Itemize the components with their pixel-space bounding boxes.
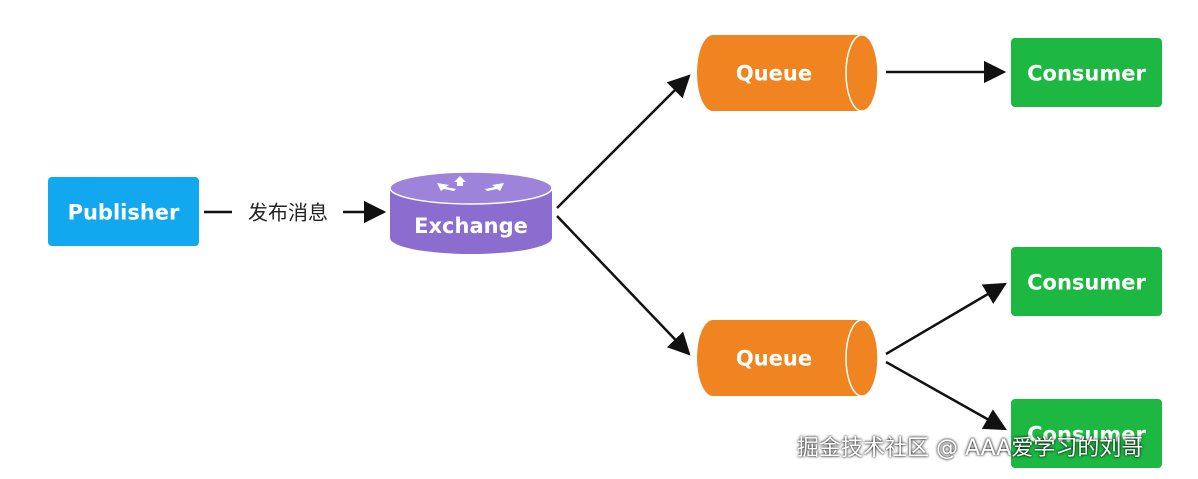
- consumer-3-node: Consumer: [1011, 399, 1162, 468]
- publisher-box: [48, 177, 199, 246]
- publisher-node: Publisher: [48, 177, 199, 246]
- queue-bottom-to-consumer-2-arrow: [885, 282, 1007, 356]
- queue-bottom-body: [697, 320, 878, 396]
- queue-bottom-label: Queue: [736, 347, 812, 371]
- publisher-label: Publisher: [68, 201, 180, 225]
- exchange-label: Exchange: [414, 214, 528, 238]
- router-icon: [437, 176, 504, 191]
- exchange-top: [389, 171, 553, 205]
- consumer-2-label: Consumer: [1027, 271, 1146, 295]
- consumer-1-box: [1011, 38, 1162, 107]
- watermark: 掘金技术社区 @ AAA爱学习的刘哥: [797, 436, 1144, 461]
- consumer-3-label: Consumer: [1027, 423, 1146, 447]
- publish-edge: 发布消息: [204, 201, 387, 225]
- consumer-3-box: [1011, 399, 1162, 468]
- consumer-2-node: Consumer: [1011, 247, 1162, 316]
- exchange-node: Exchange: [389, 171, 553, 254]
- queue-bottom-node: Queue: [697, 319, 879, 397]
- queue-top-node: Queue: [697, 34, 879, 112]
- exchange-to-queue-bottom-arrow: [556, 215, 691, 356]
- consumer-2-box: [1011, 247, 1162, 316]
- consumer-1-node: Consumer: [1011, 38, 1162, 107]
- queue-top-cap: [845, 34, 879, 112]
- consumer-1-label: Consumer: [1027, 62, 1146, 86]
- exchange-body: [390, 188, 552, 254]
- queue-bottom-cap: [845, 319, 879, 397]
- queue-top-body: [697, 35, 878, 111]
- queue-top-label: Queue: [736, 62, 812, 86]
- publish-edge-label: 发布消息: [248, 201, 328, 225]
- exchange-to-queue-top-arrow: [556, 74, 691, 209]
- queue-bottom-to-consumer-3-arrow: [885, 360, 1007, 431]
